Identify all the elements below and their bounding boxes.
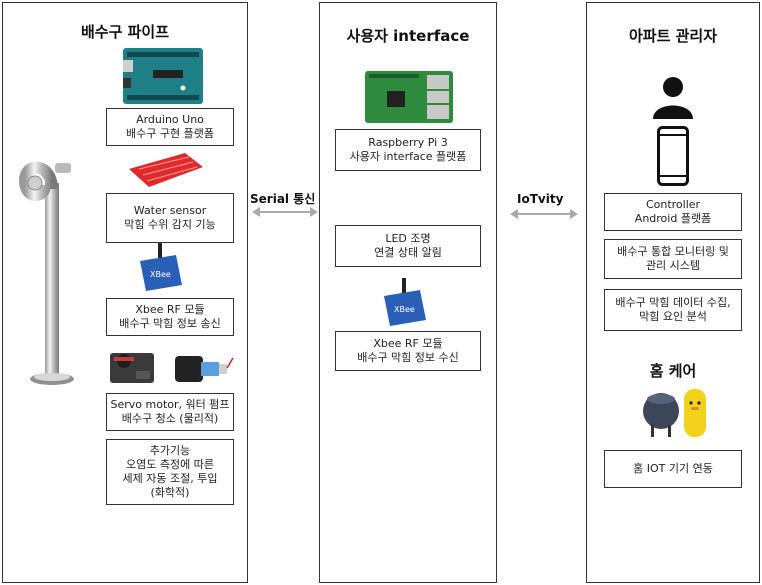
xbee-module-image: XBee — [140, 243, 182, 291]
home-iot-box-text: 홈 IOT 기기 연동 — [633, 462, 713, 475]
water-sensor-box: Water sensor 막힘 수위 감지 기능 — [106, 193, 234, 243]
smart-speaker-yellow-image — [684, 389, 706, 437]
raspberry-pi-image — [365, 71, 453, 123]
data-collection-box-line-2: 막힘 요인 분석 — [639, 310, 707, 323]
led-box: LED 조명 연결 상태 알림 — [335, 225, 481, 267]
pipe-panel-title: 배수구 파이프 — [80, 23, 170, 41]
home-care-title: 홈 케어 — [649, 362, 697, 380]
monitoring-box: 배수구 통합 모니터링 및 관리 시스템 — [604, 239, 742, 279]
svg-text:XBee: XBee — [394, 305, 415, 314]
svg-text:XBee: XBee — [150, 270, 171, 279]
servo-motor-image — [110, 353, 154, 383]
arduino-uno-image — [123, 48, 203, 104]
led-box-line-1: LED 조명 — [385, 232, 431, 245]
raspberry-pi-box-line-2: 사용자 interface 플랫폼 — [349, 150, 467, 163]
data-collection-box-line-1: 배수구 막힘 데이터 수집, — [615, 296, 731, 309]
extra-box-line-4: (화학적) — [150, 486, 190, 499]
smart-speaker-dark-image — [643, 393, 679, 437]
data-collection-box: 배수구 막힘 데이터 수집, 막힘 요인 분석 — [604, 289, 742, 331]
arduino-box-line-1: Arduino Uno — [136, 113, 204, 126]
extra-box-line-3: 세제 자동 조절, 투입 — [122, 472, 218, 485]
xbee-receive-box: Xbee RF 모듈 배수구 막힘 정보 수신 — [335, 331, 481, 371]
serial-double-arrow — [252, 207, 318, 217]
xbee-send-box-line-2: 배수구 막힘 정보 송신 — [119, 317, 221, 330]
xbee-send-box: Xbee RF 모듈 배수구 막힘 정보 송신 — [106, 298, 234, 336]
serial-link-label: Serial 통신 — [250, 192, 316, 206]
monitoring-box-line-2: 관리 시스템 — [645, 259, 701, 272]
led-box-line-2: 연결 상태 알림 — [374, 246, 442, 259]
water-pump-image — [175, 356, 234, 382]
water-sensor-image — [129, 153, 203, 187]
iotivity-double-arrow — [510, 209, 578, 219]
controller-box-line-1: Controller — [645, 198, 701, 211]
servo-box: Servo motor, 워터 펌프 배수구 청소 (물리적) — [106, 393, 234, 431]
extra-function-box: 추가기능 오염도 측정에 따른 세제 자동 조절, 투입 (화학적) — [106, 439, 234, 505]
drain-pipe-image — [18, 161, 74, 385]
controller-box-line-2: Android 플랫폼 — [634, 212, 712, 225]
monitoring-box-line-1: 배수구 통합 모니터링 및 — [617, 245, 729, 258]
extra-box-line-2: 오염도 측정에 따른 — [126, 458, 214, 471]
water-sensor-box-line-2: 막힘 수위 감지 기능 — [124, 218, 216, 231]
raspberry-pi-box-line-1: Raspberry Pi 3 — [368, 136, 448, 149]
pipe-panel: 배수구 파이프 Arduino Uno 배수구 구현 플랫폼 — [2, 2, 248, 583]
controller-box: Controller Android 플랫폼 — [604, 193, 742, 231]
raspberry-pi-box: Raspberry Pi 3 사용자 interface 플랫폼 — [335, 129, 481, 171]
servo-box-line-2: 배수구 청소 (물리적) — [121, 412, 219, 425]
xbee-receive-box-line-1: Xbee RF 모듈 — [373, 337, 443, 350]
home-iot-box: 홈 IOT 기기 연동 — [604, 450, 742, 488]
xbee-send-box-line-1: Xbee RF 모듈 — [135, 303, 205, 316]
extra-box-line-1: 추가기능 — [149, 444, 191, 457]
smartphone-icon — [657, 126, 689, 186]
admin-panel: 아파트 관리자 Controller Android 플랫폼 배수구 통합 모니… — [586, 2, 760, 583]
user-interface-title: 사용자 interface — [346, 27, 470, 45]
xbee-receive-box-line-2: 배수구 막힘 정보 수신 — [357, 351, 459, 364]
admin-panel-title: 아파트 관리자 — [628, 27, 718, 45]
iotivity-link-label: IoTvity — [517, 192, 564, 206]
water-sensor-box-line-1: Water sensor — [133, 204, 207, 217]
arduino-box-line-2: 배수구 구현 플랫폼 — [126, 127, 214, 140]
servo-box-line-1: Servo motor, 워터 펌프 — [110, 398, 230, 411]
user-interface-panel: 사용자 interface Raspberry Pi 3 사용자 interfa… — [319, 2, 497, 583]
xbee-module-image-2: XBee — [384, 278, 426, 326]
arduino-box: Arduino Uno 배수구 구현 플랫폼 — [106, 108, 234, 146]
person-icon — [653, 77, 693, 119]
